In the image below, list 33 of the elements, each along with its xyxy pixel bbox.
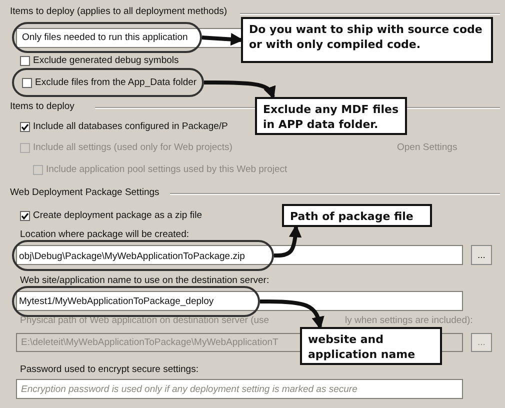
checkbox-label: Exclude files from the App_Data folder bbox=[35, 77, 197, 89]
field-label: Location where package will be created: bbox=[20, 229, 189, 241]
callout-text: Do you want to ship with source code or with only compiled code. bbox=[249, 22, 484, 52]
section-heading: Items to deploy bbox=[10, 101, 74, 113]
callout-box bbox=[300, 327, 442, 365]
browse-button: ... bbox=[471, 333, 492, 352]
checkbox-label: Include application pool settings used by this Web project bbox=[46, 164, 288, 176]
section-heading: Web Deployment Package Settings bbox=[10, 187, 160, 199]
callout-text: Exclude any MDF files in APP data folder. bbox=[263, 102, 399, 132]
callout-box bbox=[241, 17, 493, 63]
arrow bbox=[274, 224, 302, 258]
field-value: Only files needed to run this application bbox=[22, 32, 188, 44]
checkbox-label: Include all settings (used only for Web projects) bbox=[33, 142, 232, 154]
callout-text: website and application name bbox=[308, 332, 416, 362]
checkbox-label: Include all databases configured in Package/P bbox=[33, 121, 228, 133]
section-heading: Items to deploy (applies to all deployment methods) bbox=[10, 6, 228, 18]
link-text: Open Settings bbox=[397, 142, 458, 154]
field-value: Mytest1/MyWebApplicationToPackage_deploy bbox=[19, 296, 214, 308]
callout-box bbox=[282, 204, 432, 227]
field-label: ly when settings are included): bbox=[345, 315, 473, 327]
checkbox-label: Exclude generated debug symbols bbox=[33, 55, 179, 67]
callout-text: Path of package file bbox=[290, 209, 414, 224]
browse-button: ... bbox=[471, 245, 492, 265]
checkbox-label: Create deployment package as a zip file bbox=[33, 210, 202, 222]
field-label: Password used to encrypt secure settings: bbox=[20, 364, 198, 376]
arrow bbox=[260, 300, 324, 330]
field-value: E:\deleteit\MyWebApplicationToPackage\MyWebApplicationT bbox=[21, 337, 278, 349]
placeholder-text: Encryption password is used only if any deployment setting is marked as secure bbox=[21, 384, 358, 396]
field-value: obj\Debug\Package\MyWebApplicationToPackage.zip bbox=[19, 251, 245, 263]
callout-box bbox=[255, 97, 407, 135]
arrow bbox=[204, 80, 276, 100]
field-label: Web site/application name to use on the destination server: bbox=[20, 275, 270, 287]
arrow bbox=[202, 32, 244, 46]
